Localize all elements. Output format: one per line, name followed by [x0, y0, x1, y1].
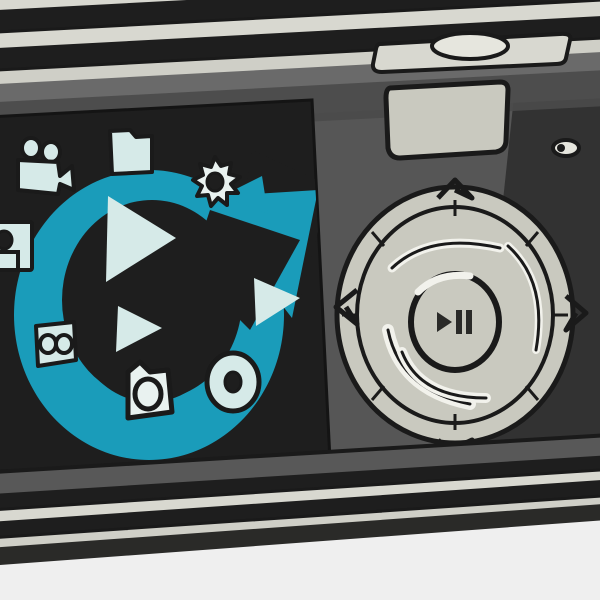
screen[interactable]: [0, 98, 332, 473]
bottom-edge-light-2: [0, 494, 600, 551]
bottom-bezel-stack: [0, 433, 600, 600]
chevron-up-icon[interactable]: [436, 177, 475, 201]
click-wheel-highlights: [382, 238, 543, 410]
bottom-edge-light-1: [0, 468, 600, 525]
edge-slider-button[interactable]: [370, 31, 573, 75]
play-triangle-icon-right: [254, 278, 300, 326]
play-pause-button[interactable]: [408, 271, 502, 373]
compact-disc-icon: [204, 350, 262, 414]
inner-disc-bridge: [190, 210, 300, 330]
bottom-edge-dark-3: [0, 504, 600, 570]
edge-slider-knob[interactable]: [430, 31, 510, 61]
top-edge-dark-2: [0, 16, 600, 74]
folder-icon: [108, 128, 154, 176]
play-triangle-icon-large: [106, 196, 176, 282]
chevron-right-icon[interactable]: [563, 294, 589, 333]
status-led-indicator: [551, 138, 581, 158]
video-camera-icon: [16, 136, 76, 196]
play-pause-icon-bar-2: [466, 310, 472, 334]
gear-icon: [191, 155, 242, 208]
bottom-edge-final: [0, 520, 600, 600]
click-wheel[interactable]: [333, 177, 589, 461]
top-function-button[interactable]: [383, 79, 511, 161]
play-triangle-icon-small: [116, 306, 162, 352]
play-pause-icon-triangle: [437, 312, 452, 332]
top-edge-highlight-2: [0, 0, 600, 52]
sync-arrow-head-tail: [222, 176, 268, 214]
play-pause-icon-bar-1: [456, 310, 462, 334]
screen-content: [0, 128, 330, 460]
chevron-left-icon[interactable]: [333, 288, 360, 327]
photo-icon: [0, 220, 34, 272]
play-pause-button-gloss: [414, 271, 474, 296]
cassette-icon: [34, 320, 78, 368]
camera-icon: [125, 359, 175, 421]
